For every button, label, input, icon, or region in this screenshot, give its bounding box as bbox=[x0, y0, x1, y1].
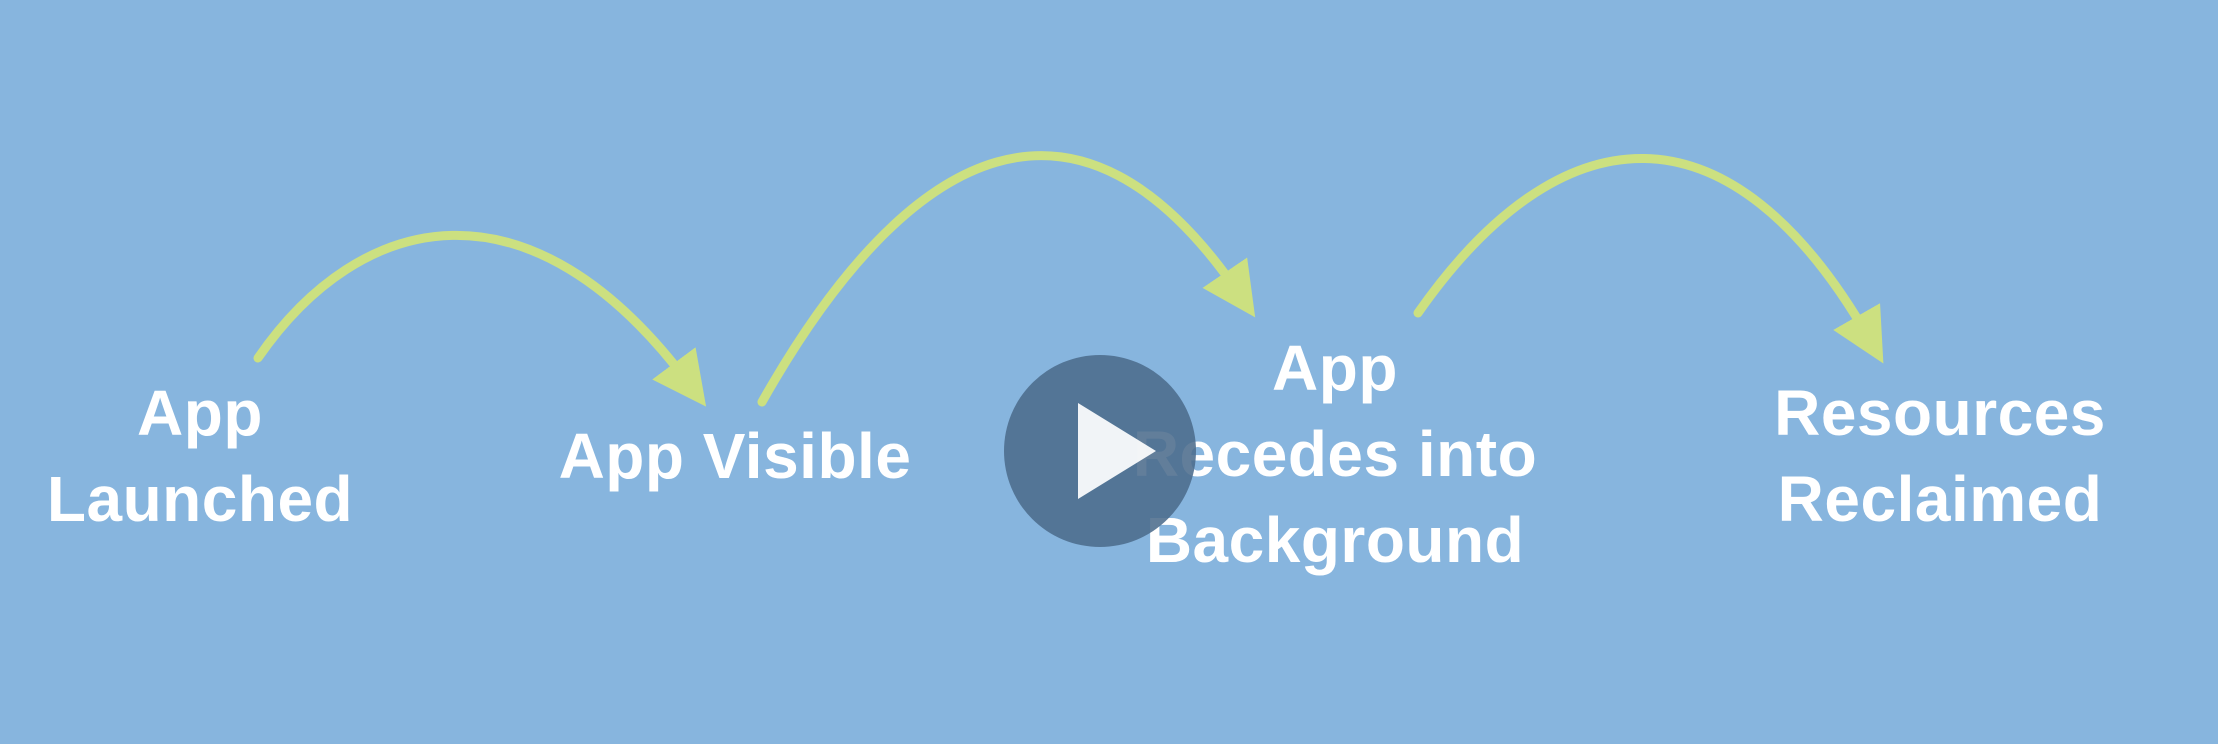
stage-label-resources-reclaimed: Resources Reclaimed bbox=[1774, 377, 2106, 535]
arrow-launched-to-visible bbox=[253, 230, 707, 407]
stage-label-app-recedes: App Recedes into Background bbox=[1132, 332, 1538, 576]
video-play-button[interactable] bbox=[1004, 355, 1196, 547]
arrow-recedes-to-reclaimed bbox=[1413, 154, 1884, 364]
stage-label-app-launched: App Launched bbox=[46, 377, 354, 535]
arrow-visible-to-recedes bbox=[757, 151, 1256, 407]
stage-label-app-visible: App Visible bbox=[558, 420, 912, 492]
play-icon bbox=[1078, 403, 1156, 499]
